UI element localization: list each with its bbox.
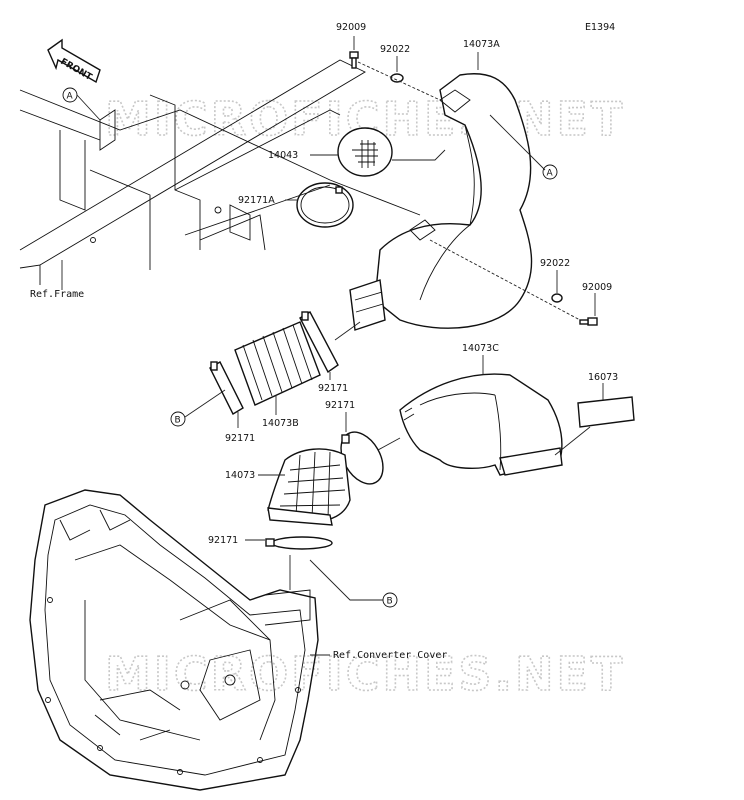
label-92171-low: 92171 xyxy=(208,535,238,546)
label-92022-top: 92022 xyxy=(380,44,410,55)
label-92022-right: 92022 xyxy=(540,258,570,269)
label-92009-top: 92009 xyxy=(336,22,366,33)
label-14073c: 14073C xyxy=(462,343,499,354)
duct-14073c xyxy=(399,373,563,476)
frame-illustration xyxy=(19,59,421,285)
svg-text:B: B xyxy=(175,416,181,426)
clamp-92171-low xyxy=(265,536,333,550)
svg-text:B: B xyxy=(387,597,393,607)
front-arrow-icon: FRONT xyxy=(47,38,101,83)
label-92171-mid: 92171 xyxy=(318,383,348,394)
label-16073: 16073 xyxy=(588,372,618,383)
label-92171-c: 92171 xyxy=(325,400,355,411)
washer-92022-top xyxy=(390,73,404,83)
marker-b-right: B xyxy=(309,559,398,608)
bolt-92009-right xyxy=(579,317,598,326)
label-92009-right: 92009 xyxy=(582,282,612,293)
clamp-92171a xyxy=(296,182,354,228)
diagram-code: E1394 xyxy=(585,22,615,33)
label-92171a: 92171A xyxy=(238,195,275,206)
ref-converter-cover-label: Ref.Converter Cover xyxy=(333,650,447,661)
watermark-bottom: MICROFICHES.NET xyxy=(105,647,625,701)
svg-text:A: A xyxy=(67,92,74,102)
washer-92022-right xyxy=(551,293,563,303)
label-92171-left: 92171 xyxy=(225,433,255,444)
ref-frame-label: Ref.Frame xyxy=(30,289,84,300)
clamp-92171-left xyxy=(209,361,244,415)
converter-cover-illustration xyxy=(29,489,319,791)
marker-b-left: B xyxy=(170,389,226,427)
label-14073: 14073 xyxy=(225,470,255,481)
label-14073a: 14073A xyxy=(463,39,500,50)
filter-14043 xyxy=(337,127,393,177)
marker-a-right: A xyxy=(489,114,558,180)
elbow-14073 xyxy=(267,448,351,526)
marker-a-left: A xyxy=(62,87,101,121)
svg-text:A: A xyxy=(547,169,554,179)
bolt-92009-top xyxy=(349,51,359,69)
duct-14073a xyxy=(349,73,533,331)
label-14073b: 14073B xyxy=(262,418,299,429)
boot-14073b xyxy=(234,321,321,406)
label-14043: 14043 xyxy=(268,150,298,161)
pad-16073 xyxy=(577,396,635,428)
clamp-92171-mid xyxy=(299,311,339,374)
